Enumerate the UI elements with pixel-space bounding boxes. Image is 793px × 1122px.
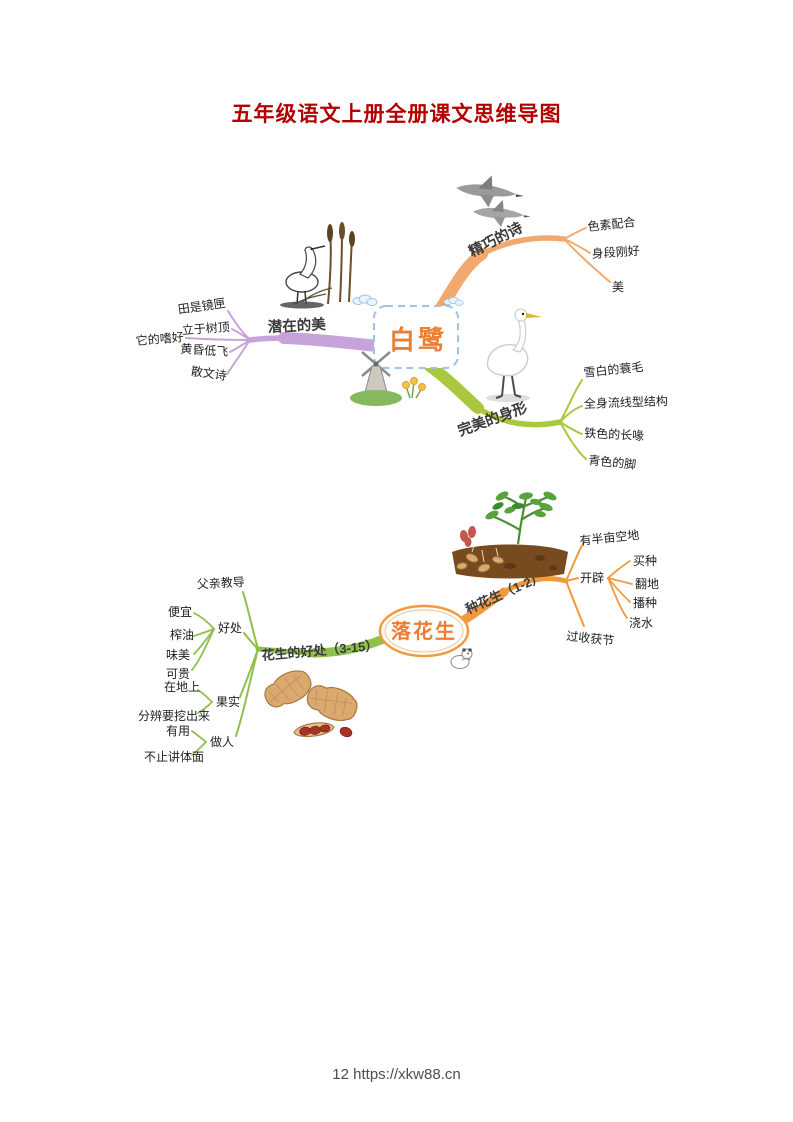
page-title: 五年级语文上册全册课文思维导图 xyxy=(231,103,562,126)
map1-beauty-leaf-1: 立于树顶 xyxy=(181,319,230,337)
map1-poem-leaf-0: 色素配合 xyxy=(587,214,636,234)
map1-beauty-branch-label: 潜在的美 xyxy=(267,315,326,336)
cloud-icon xyxy=(352,294,464,307)
map1-beauty-leaf-2: 黄昏低飞 xyxy=(180,342,229,359)
map2-plant-kaipi-leaf-0: 买种 xyxy=(633,554,657,568)
map2-plant-kaipi-leaf-3: 浇水 xyxy=(629,616,653,630)
map2-benefit-branch-label: 花生的好处（3-15） xyxy=(261,638,379,663)
page-footer: 12 https://xkw88.cn xyxy=(332,1066,461,1083)
map2-plant-branch-lines xyxy=(459,541,633,627)
map2-benefit-node-haochu: 好处 xyxy=(218,621,242,635)
map2-benefit-node-zuoren: 做人 xyxy=(210,734,234,749)
map1-beauty-branch-lines xyxy=(185,310,384,375)
map2-benefit-guoshi-leaf-0: 在地上 xyxy=(164,680,200,694)
map1-beauty-leaf-0: 田是镜匣 xyxy=(177,295,227,317)
ink-egret-illustration xyxy=(280,222,355,309)
map1-center-node: 白鹭 xyxy=(373,305,459,369)
map2-benefit-zuoren-leaf-1: 不止讲体面 xyxy=(144,749,204,764)
map1-body-leaf-2: 铁色的长喙 xyxy=(584,425,645,443)
map1-poem-leaf-2: 美 xyxy=(612,280,624,294)
map2-plant-kaipi-leaf-1: 翻地 xyxy=(635,577,659,591)
map1-center-label: 白鹭 xyxy=(389,325,447,355)
mascot-illustration xyxy=(450,648,473,669)
map2-benefit-guoshi-leaf-1: 分辨要挖出来 xyxy=(138,708,210,723)
map1-beauty-leaf-3: 散文诗 xyxy=(190,363,228,383)
map2-benefit-leaf-0: 父亲教导 xyxy=(196,574,245,591)
map1-poem-branch-lines xyxy=(426,227,611,328)
map2-center-node: 落花生 xyxy=(378,604,470,658)
windmill-illustration xyxy=(350,351,402,406)
map2-plant-node-kaipi: 开辟 xyxy=(580,570,604,585)
map2-benefit-haochu-leaf-2: 味美 xyxy=(166,648,190,662)
map1-beauty-hobby-label: 它的嗜好 xyxy=(135,329,184,348)
map1-body-leaf-3: 青色的脚 xyxy=(588,452,637,472)
map1-body-leaf-1: 全身流线型结构 xyxy=(584,393,668,411)
map2-plant-leaf-2: 过收获节 xyxy=(566,629,615,648)
map1-body-leaf-0: 雪白的蓑毛 xyxy=(583,359,644,380)
map2-benefit-haochu-leaf-3: 可贵 xyxy=(166,667,190,681)
geese-illustration xyxy=(456,175,531,228)
peanut-plant-illustration xyxy=(452,491,568,579)
map2-benefit-branch-lines xyxy=(191,591,391,756)
map2-benefit-haochu-leaf-1: 榨油 xyxy=(170,627,194,642)
map1-poem-leaf-1: 身段刚好 xyxy=(591,243,640,261)
map2-center-label: 落花生 xyxy=(391,620,457,643)
map2-benefit-node-guoshi: 果实 xyxy=(216,694,240,709)
flowers-illustration xyxy=(402,377,426,399)
map2-plant-leaf-0: 有半亩空地 xyxy=(579,527,640,548)
map1-body-branch-lines xyxy=(424,360,587,460)
peanuts-illustration xyxy=(264,670,358,738)
white-egret-illustration xyxy=(486,308,542,402)
map2-benefit-haochu-leaf-0: 便宜 xyxy=(168,604,192,619)
map2-benefit-zuoren-leaf-0: 有用 xyxy=(166,724,190,738)
map2-plant-kaipi-leaf-2: 播种 xyxy=(633,596,657,610)
